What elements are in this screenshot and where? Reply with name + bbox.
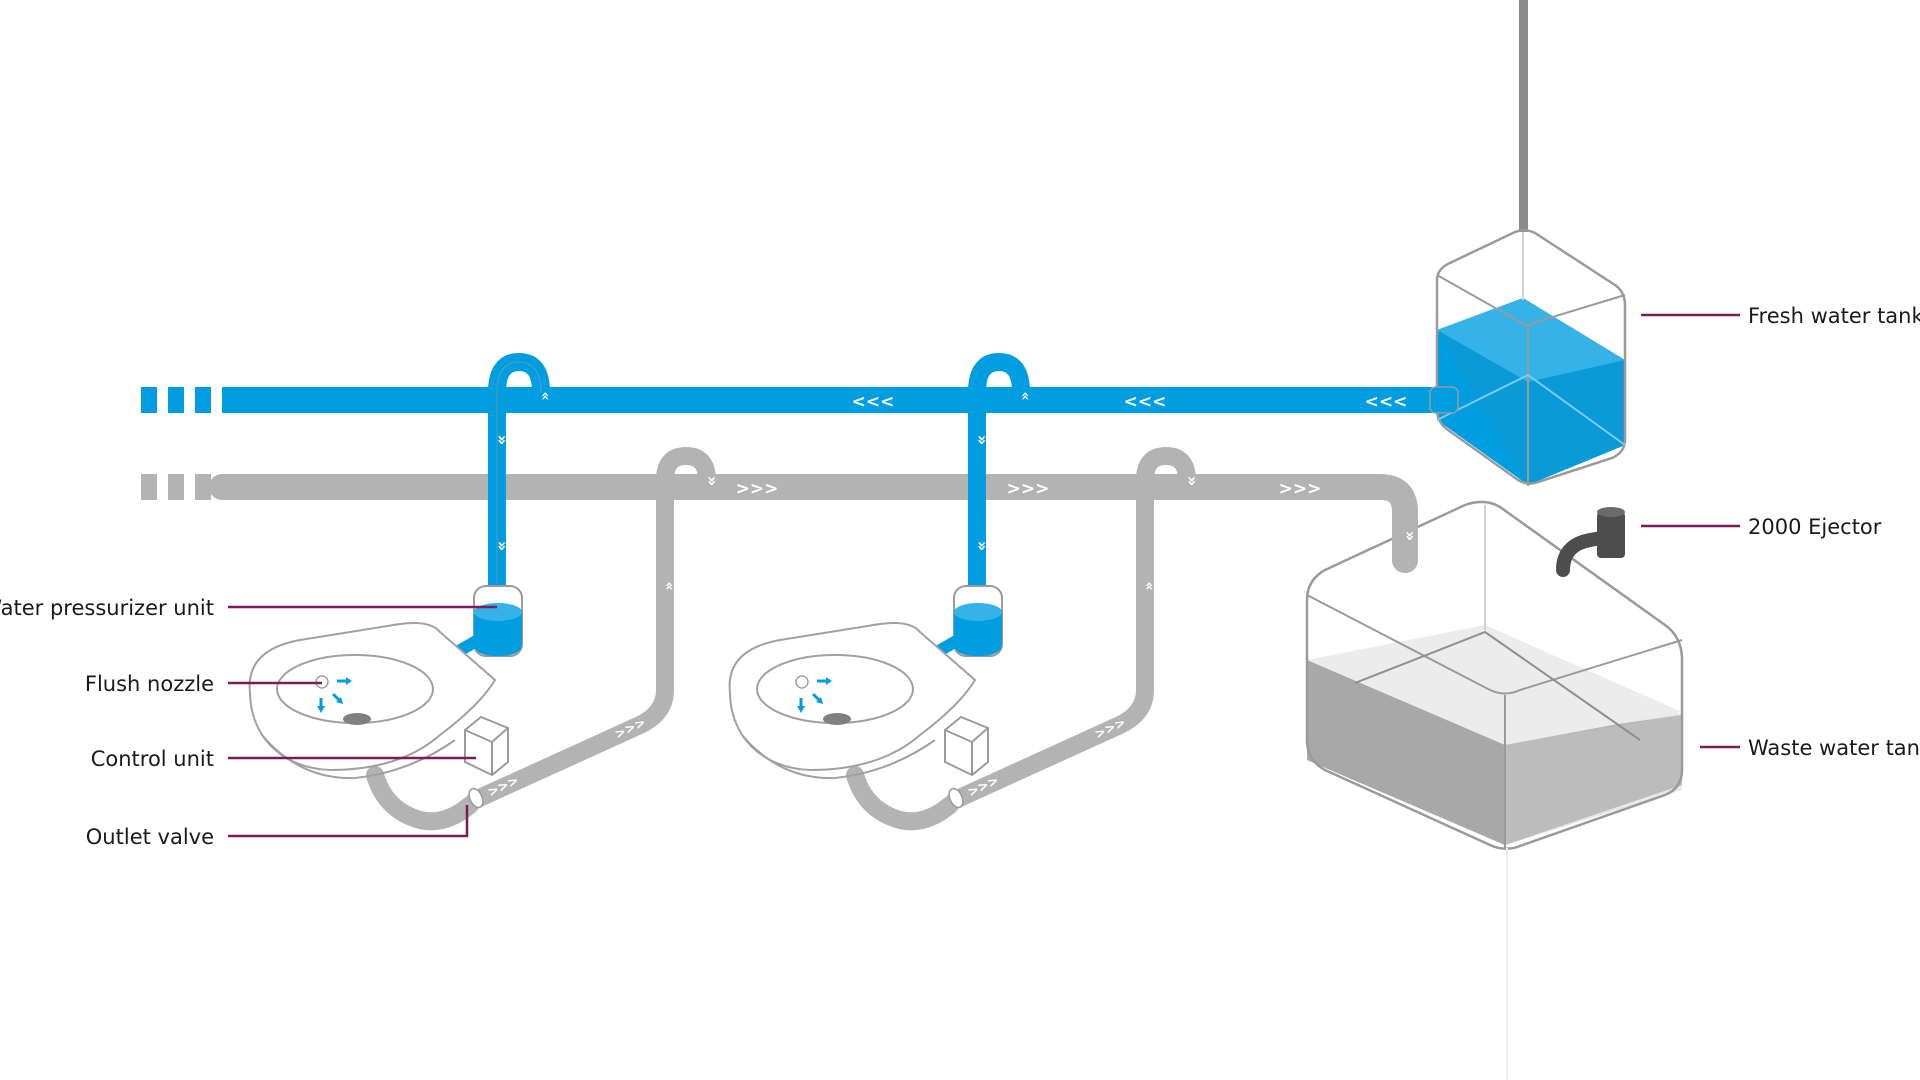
waste-line-dash <box>195 474 211 500</box>
fresh-water-tank <box>1435 229 1627 486</box>
flow-mark-left: <<< <box>852 392 895 412</box>
ejector-body <box>1597 512 1625 558</box>
waste-line-dash <box>141 474 157 500</box>
flow-mark-right: >>> <box>1279 479 1322 499</box>
waste-line-dash <box>168 474 184 500</box>
flow-mark-up: « <box>1141 581 1157 590</box>
fresh-branch-outline-1 <box>496 361 542 588</box>
waste-tank-top-edge <box>1306 594 1683 695</box>
flow-mark-down: » <box>703 476 722 486</box>
fresh-water-line-dash <box>141 387 157 413</box>
ejector <box>1556 507 1625 577</box>
leader-outlet-valve <box>228 805 469 838</box>
waste-tank-fill-front <box>1307 660 1505 845</box>
outlet-valve-1 <box>468 787 484 809</box>
spray-arrow-icon <box>797 706 805 713</box>
waste-branch-pipe-2 <box>946 446 1196 809</box>
waste-tank-fill-side <box>1505 715 1682 845</box>
label-flush-nozzle: Flush nozzle <box>85 672 214 696</box>
control-unit-1 <box>464 715 509 777</box>
fresh-tank-water-surface <box>1437 298 1625 382</box>
spray-arrow-icon <box>826 677 832 685</box>
waste-main-pipe <box>209 474 1418 573</box>
drain-trap-1 <box>366 766 479 831</box>
fresh-tank-top-edge <box>1436 274 1626 326</box>
spray-arrow-icon <box>317 706 325 713</box>
waste-tank-inner-edge <box>1354 630 1641 741</box>
spray-arrow-icon <box>336 697 343 704</box>
drain-trap-2 <box>846 766 959 831</box>
fresh-tank-inner-edge <box>1436 373 1626 446</box>
spray-arrow-icon <box>346 677 352 685</box>
waste-water-tank <box>1305 500 1684 1080</box>
fresh-water-line-dash <box>168 387 184 413</box>
control-unit-2 <box>944 715 989 777</box>
outlet-valve-2 <box>948 787 964 809</box>
flow-mark-down: » <box>973 541 992 551</box>
flow-mark-up: « <box>661 581 677 590</box>
flow-mark-right: >>> <box>736 479 779 499</box>
label-ejector: 2000 Ejector <box>1748 515 1882 539</box>
ejector-pipe <box>1556 530 1615 577</box>
pressurizer-water-2 <box>954 609 1002 656</box>
fresh-water-line <box>141 387 1458 413</box>
leader-lines <box>228 313 1740 838</box>
flow-mark-up: « <box>1017 391 1033 400</box>
spray-arrow-icon <box>816 697 823 704</box>
toilet-unit-2 <box>728 352 1196 831</box>
flow-mark-left: <<< <box>1124 392 1167 412</box>
flow-mark-down: » <box>493 541 512 551</box>
pressurizer-water-surface-2 <box>954 603 1002 621</box>
fresh-branch-pipe-2 <box>968 352 1030 597</box>
pressurizer-water-1 <box>474 609 522 656</box>
label-outlet-valve: Outlet valve <box>86 825 214 849</box>
toilet-unit-1 <box>248 352 716 831</box>
flow-mark-up: « <box>537 391 553 400</box>
waste-tank-outline <box>1305 500 1684 850</box>
flow-mark-down: » <box>493 435 512 445</box>
control-unit-edges-1 <box>464 727 509 775</box>
toilet-drain-hole-2 <box>823 713 851 725</box>
labels: Fresh water tank 2000 Ejector Waste wate… <box>0 304 1920 849</box>
flow-mark-left: <<< <box>1365 392 1408 412</box>
toilet-bowl-base-2 <box>741 734 936 780</box>
flow-mark-down: » <box>973 435 992 445</box>
fresh-water-line-dash <box>195 387 211 413</box>
fresh-water-main-pipe <box>222 387 1458 413</box>
waste-branch-pipe-1 <box>466 446 716 809</box>
flow-mark-down: » <box>1183 476 1202 486</box>
toilet-drain-hole-1 <box>343 713 371 725</box>
label-fresh-water-tank: Fresh water tank <box>1748 304 1920 328</box>
supply-pipe <box>1519 0 1528 232</box>
flow-mark-down: » <box>1401 531 1420 541</box>
flow-mark-right: >>> <box>1007 479 1050 499</box>
pressurizer-water-surface-1 <box>474 603 522 621</box>
label-waste-water-tank: Waste water tank <box>1748 736 1920 760</box>
toilet-bowl-rim-2 <box>756 654 914 724</box>
ejector-cap <box>1597 507 1625 517</box>
label-control-unit: Control unit <box>91 747 214 771</box>
flush-nozzle-2 <box>795 675 809 689</box>
label-water-pressurizer-unit: Water pressurizer unit <box>0 596 214 620</box>
control-unit-edges-2 <box>944 727 989 775</box>
fresh-pipe-tank-connector <box>1429 386 1459 414</box>
waste-tank-surface <box>1307 625 1682 745</box>
toilet-bowl-rim-1 <box>276 654 434 724</box>
